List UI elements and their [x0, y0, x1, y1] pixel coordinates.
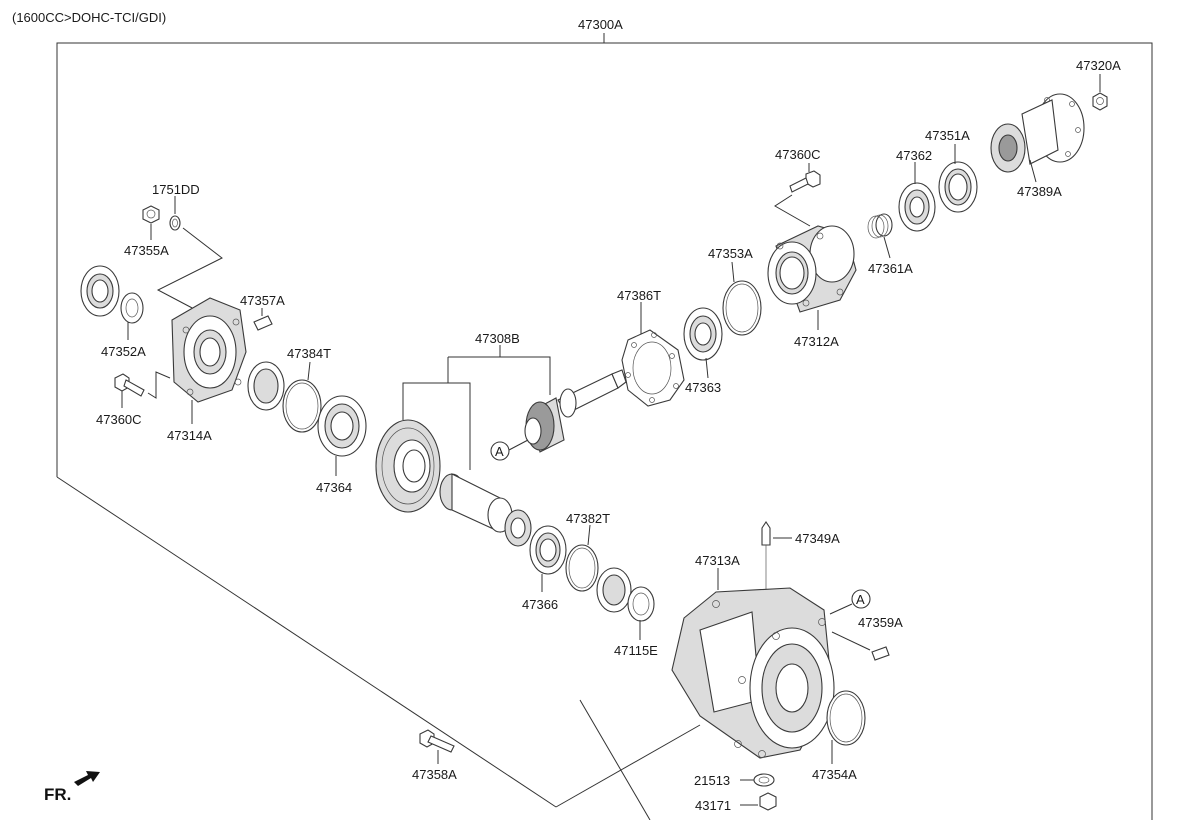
part-plug-43171[interactable] — [759, 792, 777, 811]
label-47308B[interactable]: 47308B — [475, 331, 520, 346]
label-47313A[interactable]: 47313A — [695, 553, 740, 568]
part-pinion-shaft-47308B[interactable] — [524, 369, 627, 453]
front-direction-arrow — [74, 771, 100, 786]
label-47362[interactable]: 47362 — [896, 148, 932, 163]
part-bearing-47115E-outer[interactable] — [596, 567, 632, 613]
part-shim-47384T[interactable] — [282, 379, 322, 433]
part-seal-47351A[interactable] — [938, 161, 978, 213]
part-seal-47352A[interactable] — [80, 265, 120, 317]
label-43171[interactable]: 43171 — [695, 798, 731, 813]
part-oring-47353A[interactable] — [722, 280, 762, 336]
part-oring-47354A[interactable] — [826, 690, 866, 746]
part-nut-47355A[interactable] — [142, 205, 160, 224]
part-washer-21513[interactable] — [753, 773, 775, 787]
assembly-outline — [56, 33, 1153, 820]
label-47360C-top[interactable]: 47360C — [775, 147, 821, 162]
part-washer-1751DD[interactable] — [169, 215, 181, 231]
label-47384T[interactable]: 47384T — [287, 346, 331, 361]
label-1751DD[interactable]: 1751DD — [152, 182, 200, 197]
part-housing-47312A[interactable] — [767, 225, 857, 313]
callout-a-upper: A — [490, 439, 529, 461]
leader-47308B — [402, 345, 551, 470]
part-gasket-47386T[interactable] — [621, 329, 685, 407]
label-47352A[interactable]: 47352A — [101, 344, 146, 359]
part-bolt-47360C-top[interactable] — [789, 170, 821, 193]
part-ring-gear-47308B[interactable] — [375, 419, 441, 513]
label-47389A[interactable]: 47389A — [1017, 184, 1062, 199]
label-47386T[interactable]: 47386T — [617, 288, 661, 303]
assembly-number-label[interactable]: 47300A — [578, 17, 623, 32]
part-pin-47357A[interactable] — [253, 315, 273, 331]
label-47354A[interactable]: 47354A — [812, 767, 857, 782]
label-47359A[interactable]: 47359A — [858, 615, 903, 630]
part-bearing-47363[interactable] — [683, 307, 723, 361]
label-47358A[interactable]: 47358A — [412, 767, 457, 782]
part-case-47313A[interactable] — [671, 587, 835, 759]
part-seal-47352A-inner[interactable] — [120, 292, 144, 324]
part-shim-47382T[interactable] — [565, 544, 599, 592]
label-47363[interactable]: 47363 — [685, 380, 721, 395]
label-47355A[interactable]: 47355A — [124, 243, 169, 258]
engine-spec-label: (1600CC>DOHC-TCI/GDI) — [12, 10, 166, 25]
part-bearing-47364[interactable] — [317, 395, 367, 457]
part-pin-47359A[interactable] — [871, 646, 890, 661]
part-bearing-47384T-outer[interactable] — [247, 361, 285, 411]
front-direction-label: FR. — [44, 785, 71, 804]
label-47364[interactable]: 47364 — [316, 480, 352, 495]
part-spacer-47361A[interactable] — [867, 213, 893, 239]
part-bolt-47358A[interactable] — [419, 729, 455, 753]
label-47382T[interactable]: 47382T — [566, 511, 610, 526]
part-breather-47349A[interactable] — [761, 521, 771, 600]
callout-a-lower: A — [829, 589, 871, 615]
label-47314A[interactable]: 47314A — [167, 428, 212, 443]
part-bearing-47362[interactable] — [898, 182, 936, 232]
part-seal-47115E[interactable] — [627, 586, 655, 622]
label-47115E[interactable]: 47115E — [614, 643, 658, 658]
label-47366[interactable]: 47366 — [522, 597, 558, 612]
part-cover-47314A[interactable] — [171, 297, 247, 403]
svg-text:A: A — [495, 444, 504, 459]
label-47353A[interactable]: 47353A — [708, 246, 753, 261]
label-47360C-left[interactable]: 47360C — [96, 412, 142, 427]
part-bolt-47360C-left[interactable] — [114, 373, 145, 397]
part-bearing-47366[interactable] — [529, 525, 567, 575]
part-flange-47389A[interactable] — [990, 93, 1085, 173]
svg-text:A: A — [856, 592, 865, 607]
label-47357A[interactable]: 47357A — [240, 293, 285, 308]
label-47320A[interactable]: 47320A — [1076, 58, 1121, 73]
label-47351A[interactable]: 47351A — [925, 128, 970, 143]
label-47349A[interactable]: 47349A — [795, 531, 840, 546]
label-47361A[interactable]: 47361A — [868, 261, 913, 276]
label-21513[interactable]: 21513 — [694, 773, 730, 788]
part-nut-47320A[interactable] — [1092, 92, 1108, 111]
label-47312A[interactable]: 47312A — [794, 334, 839, 349]
part-differential-47308B[interactable] — [439, 473, 532, 547]
